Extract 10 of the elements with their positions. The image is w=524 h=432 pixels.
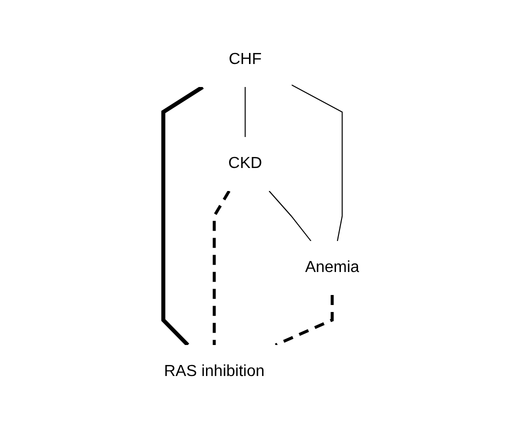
connector [245, 86, 246, 138]
node-text: CHF [229, 51, 262, 68]
connector [213, 190, 231, 345]
connector [162, 85, 204, 346]
connector [291, 84, 344, 242]
node-text: RAS inhibition [164, 363, 265, 380]
connector [268, 190, 312, 242]
node-text: CKD [228, 155, 262, 172]
node-text: Anemia [305, 259, 360, 276]
connector [275, 295, 334, 346]
